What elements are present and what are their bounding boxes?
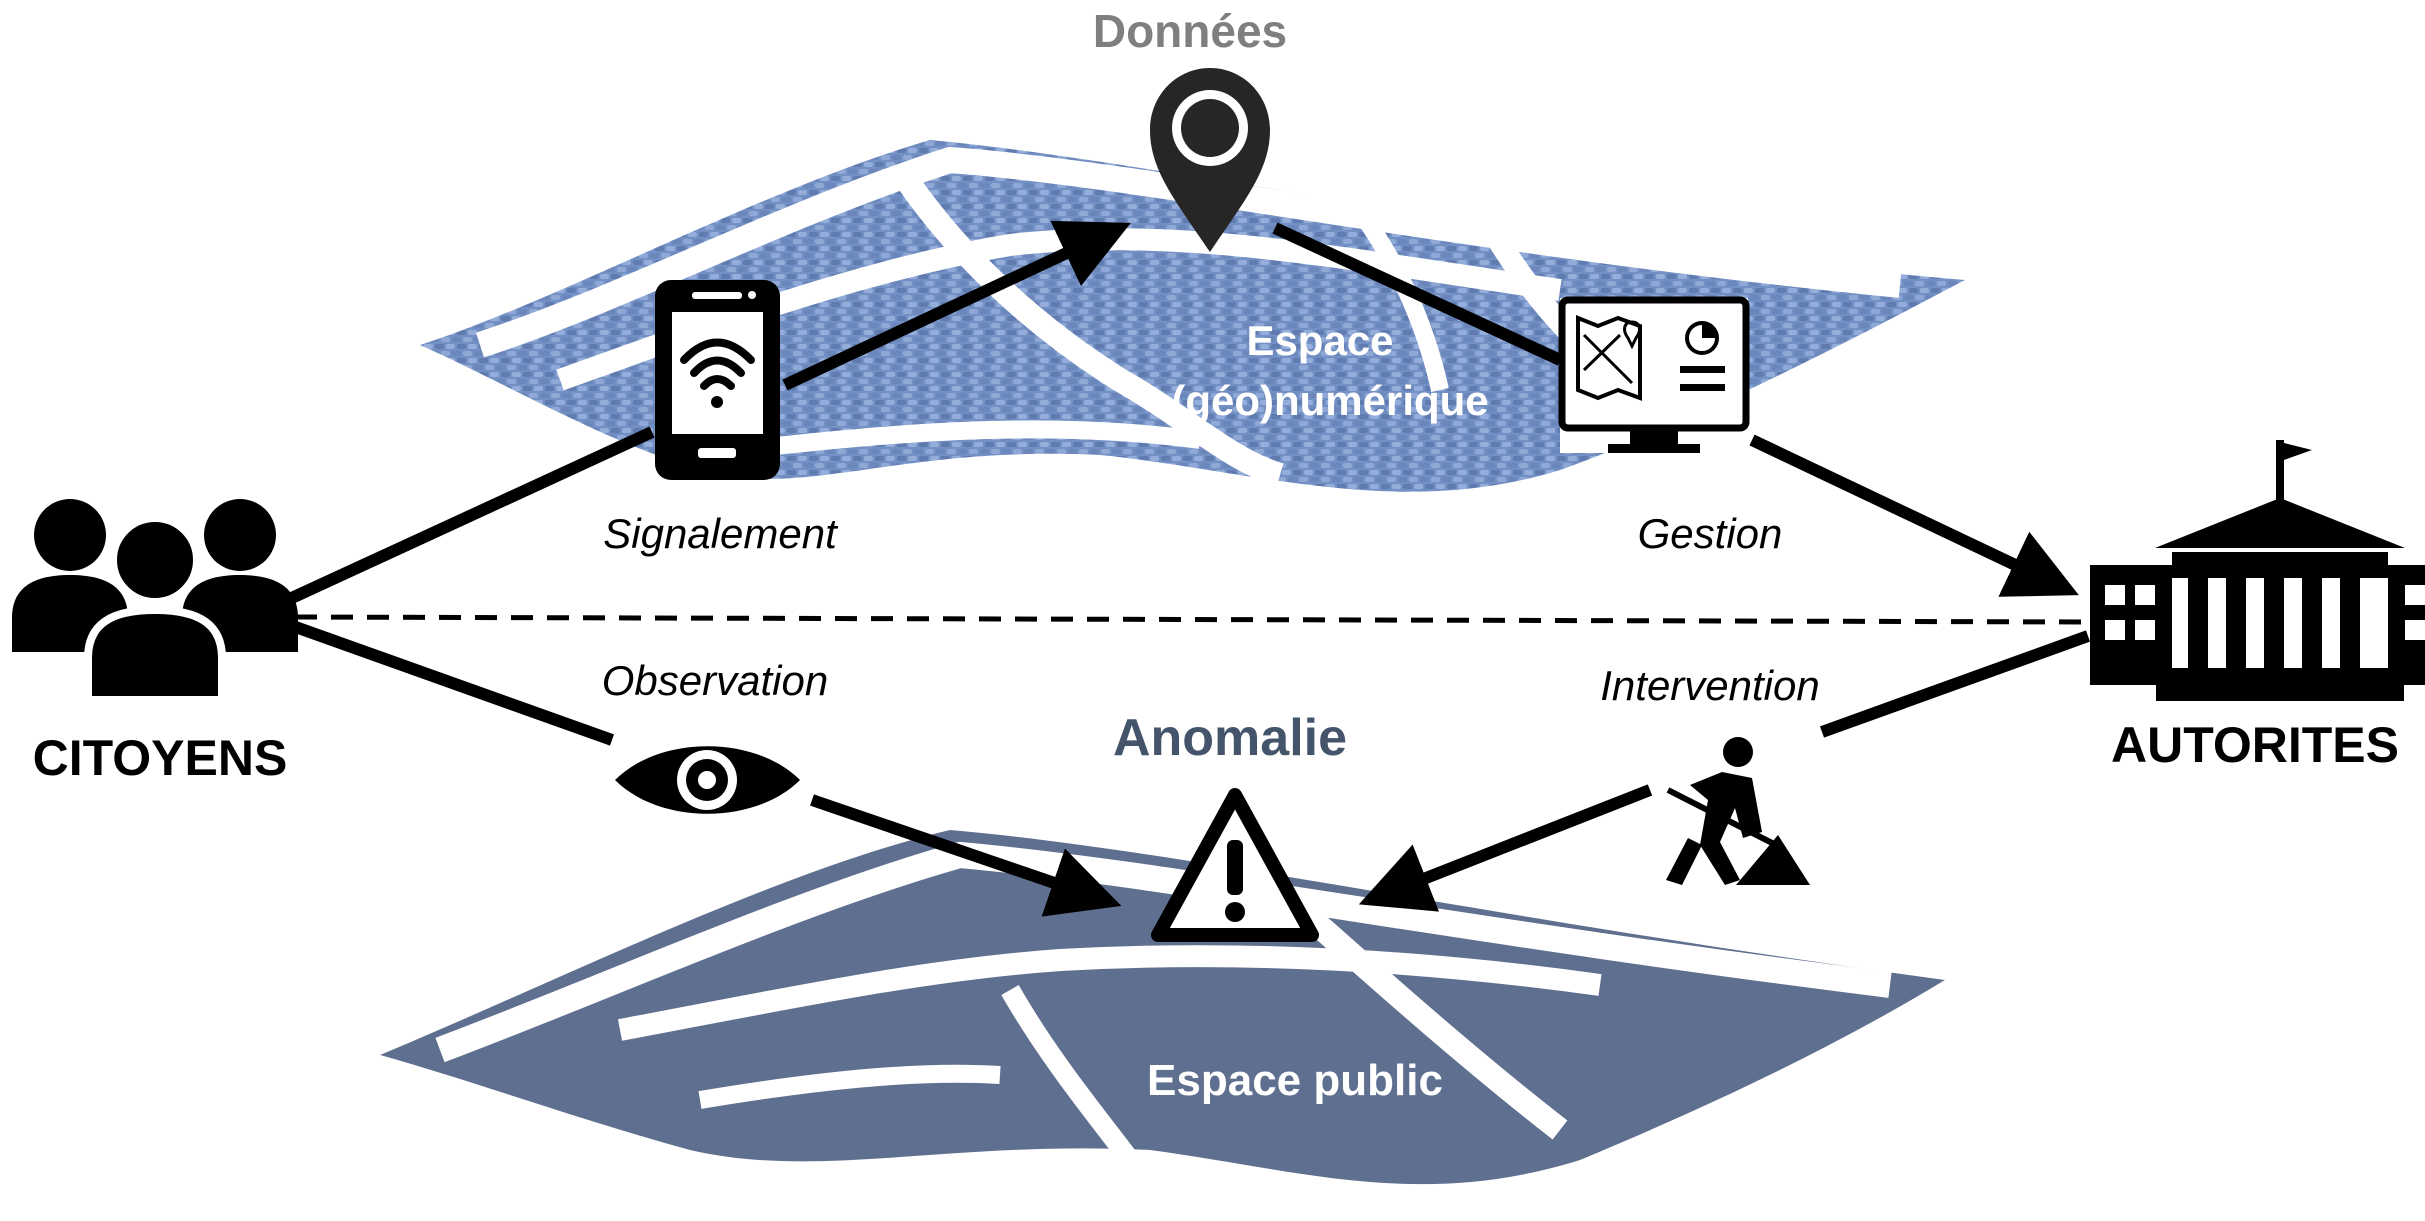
espace-numerique-label-line1: Espace (1246, 317, 1393, 364)
line-citoyens-to-eye (287, 619, 615, 746)
public-map (380, 830, 1945, 1185)
intervention-label: Intervention (1600, 662, 1819, 709)
gestion-label: Gestion (1638, 510, 1783, 557)
line-citoyens-to-phone (267, 426, 655, 614)
arrow-phone-to-donnees (782, 220, 1131, 391)
line-autorites-to-worker (1819, 630, 2091, 738)
donnees-label: Données (1093, 5, 1287, 57)
anomalie-label: Anomalie (1113, 709, 1347, 767)
espace-public-label: Espace public (1147, 1056, 1443, 1105)
monitor-map-icon (1558, 296, 1750, 453)
dashed-citoyens-autorites (294, 614, 2091, 625)
signalement-label: Signalement (603, 510, 839, 557)
eye-icon (615, 746, 800, 814)
espace-numerique-label-line2: (géo)numérique (1171, 377, 1488, 424)
arrow-worker-to-anomalie (1358, 784, 1653, 912)
connections (267, 220, 2091, 917)
warning-triangle-icon (1151, 788, 1319, 942)
arrow-eye-to-anomalie (810, 794, 1122, 917)
government-building-icon (2090, 440, 2425, 701)
smartphone-wifi-icon (655, 280, 780, 480)
autorites-label: AUTORITES (2111, 717, 2399, 773)
worker-digging-icon (1666, 737, 1810, 885)
line-donnees-to-monitor (1272, 222, 1563, 366)
observation-label: Observation (602, 657, 828, 704)
people-icon (12, 499, 298, 704)
citoyens-label: CITOYENS (33, 730, 288, 786)
location-pin-icon (1150, 68, 1270, 252)
arrow-monitor-to-autorites (1749, 434, 2079, 597)
